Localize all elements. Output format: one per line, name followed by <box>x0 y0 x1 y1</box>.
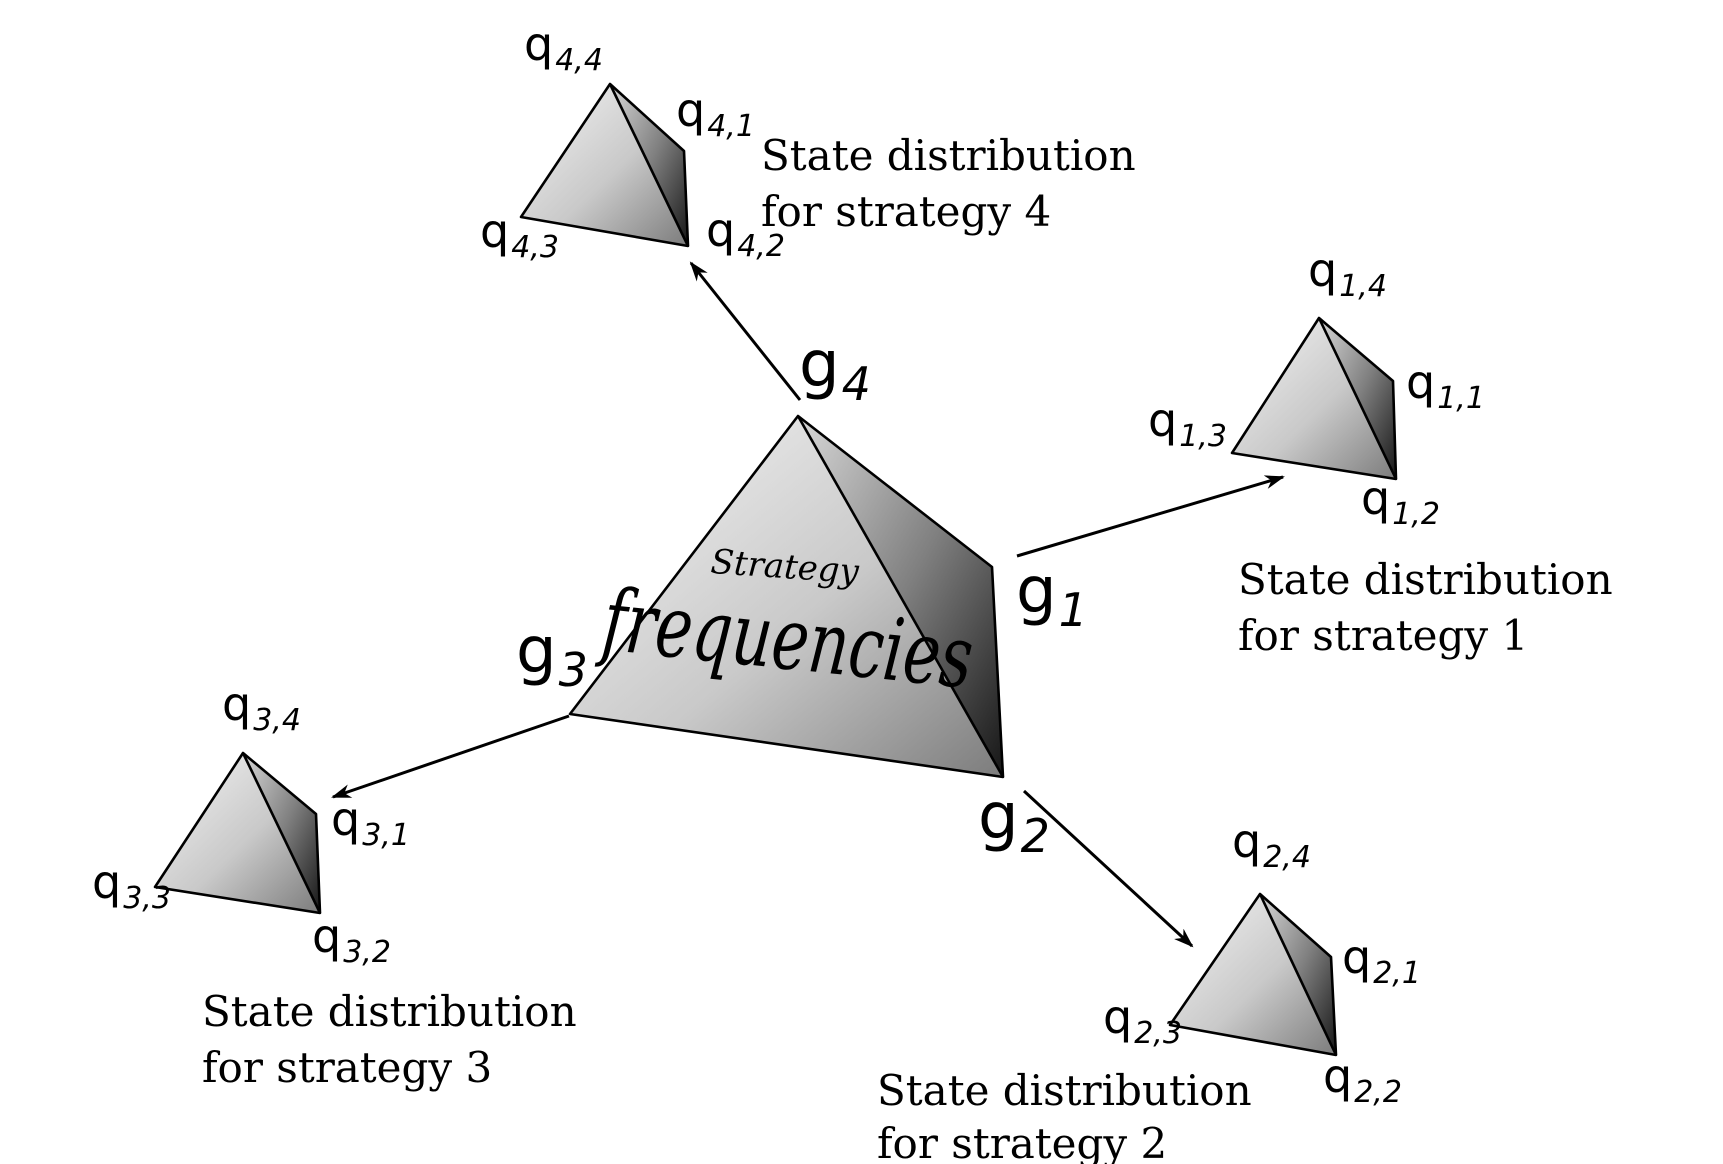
dist3-label-right: q3,1 <box>331 792 410 853</box>
dist3-label-left: q3,3 <box>92 855 171 916</box>
dist3-caption: State distribution for strategy 3 <box>202 987 590 1092</box>
dist4-label-top: q4,4 <box>524 17 603 78</box>
dist1-label-bottom: q1,2 <box>1361 471 1440 532</box>
dist2-label-top: q2,4 <box>1232 814 1311 875</box>
dist2-label-left: q2,3 <box>1103 990 1182 1051</box>
arrow-to-distribution-2 <box>1022 789 1194 948</box>
dist2-label-right: q2,1 <box>1342 930 1421 991</box>
dist4-front-face <box>521 84 688 246</box>
strategy-frequencies-tetrahedron: Strategy frequencies <box>568 414 1005 779</box>
dist3-label-top: q3,4 <box>222 677 301 738</box>
center-ridge-edge <box>796 415 1005 778</box>
dist2-label-bottom: q2,2 <box>1323 1049 1402 1110</box>
vertex-label-g4: g4 <box>799 328 871 411</box>
arrow-to-distribution-3 <box>331 714 570 799</box>
distribution-4: q4,4 q4,1 q4,3 q4,2 State distribution f… <box>480 17 1149 265</box>
dist4-ridge-edge <box>608 83 690 247</box>
dist2-front-face <box>1170 894 1336 1055</box>
dist1-ridge-edge <box>1317 317 1398 480</box>
distribution-2: q2,4 q2,1 q2,3 q2,2 State distribution f… <box>877 814 1421 1164</box>
dist3-front-face <box>155 753 320 913</box>
vertex-label-g2: g2 <box>978 780 1050 863</box>
dist1-caption: State distribution for strategy 1 <box>1238 555 1626 660</box>
dist1-label-left: q1,3 <box>1148 393 1227 454</box>
dist3-label-bottom: q3,2 <box>312 909 391 970</box>
center-front-face <box>570 416 1003 777</box>
vertex-label-g1: g1 <box>1016 554 1088 637</box>
vertex-label-g3: g3 <box>516 614 588 697</box>
distribution-1: q1,4 q1,1 q1,3 q1,2 State distribution f… <box>1148 243 1626 660</box>
dist3-ridge-edge <box>241 752 322 914</box>
arrow-to-distribution-1 <box>1016 475 1285 558</box>
dist2-ridge-edge <box>1258 893 1338 1056</box>
dist4-label-bottom: q4,2 <box>706 203 785 264</box>
dist1-label-right: q1,1 <box>1406 355 1485 416</box>
dist2-caption: State distribution for strategy 2 <box>877 1066 1265 1164</box>
dist4-label-left: q4,3 <box>480 204 559 265</box>
arrow-to-distribution-4 <box>689 261 802 401</box>
dist4-label-right: q4,1 <box>676 83 755 144</box>
distribution-3: q3,4 q3,1 q3,3 q3,2 State distribution f… <box>92 677 590 1092</box>
dist1-front-face <box>1232 318 1396 479</box>
dist4-caption: State distribution for strategy 4 <box>761 131 1149 236</box>
dist1-label-top: q1,4 <box>1308 243 1387 304</box>
